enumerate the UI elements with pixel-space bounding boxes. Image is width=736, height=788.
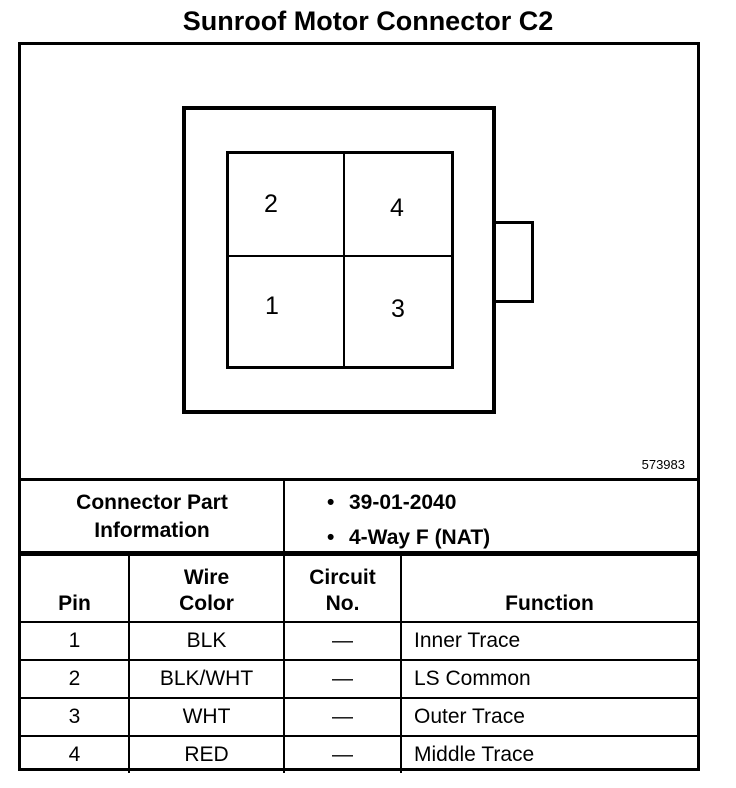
bullet: • [327,526,335,549]
page-title: Sunroof Motor Connector C2 [182,6,554,36]
function-cell: LS Common [400,659,697,699]
pin-label-1: 1 [265,292,279,320]
function-cell: Middle Trace [400,735,697,773]
table-row: 4 RED — Middle Trace [21,735,697,773]
header-function: Function [400,554,697,623]
pin-cell: 4 [21,735,130,773]
reference-number: 573983 [641,457,685,472]
pin-table: Pin Wire Color Circuit No. Function 1 BL… [21,554,697,773]
wire-color-cell: WHT [128,697,285,737]
pin-table-header: Pin Wire Color Circuit No. Function [21,554,697,623]
pin-label-3: 3 [391,295,405,323]
circuit-cell: — [283,697,402,737]
connector-frame: 2 4 1 3 573983 Connector Part Informatio… [18,42,700,773]
pin-cell: 3 [21,697,130,737]
connector-diagram: 2 4 1 3 573983 [21,45,697,478]
part-number: •39-01-2040 [327,485,490,520]
header-wire-color: Wire Color [128,554,285,623]
wire-color-cell: BLK/WHT [128,659,285,699]
pin-label-2: 2 [264,190,278,218]
part-info-label: Connector Part Information [76,491,228,542]
bullet: • [327,491,335,514]
connector-latch [494,221,534,303]
pin-cell: 1 [21,621,130,661]
function-cell: Inner Trace [400,621,697,661]
circuit-cell: — [283,659,402,699]
part-type: •4-Way F (NAT) [327,520,490,555]
connector-housing [182,106,496,414]
function-cell: Outer Trace [400,697,697,737]
part-info-divider [283,481,285,551]
part-info-list: •39-01-2040 •4-Way F (NAT) [327,485,490,555]
circuit-cell: — [283,621,402,661]
header-pin: Pin [21,554,130,623]
table-row: 1 BLK — Inner Trace [21,621,697,661]
header-circuit-no: Circuit No. [283,554,402,623]
wire-color-cell: RED [128,735,285,773]
connector-part-info: Connector Part Information •39-01-2040 •… [21,478,697,554]
pin-cell: 2 [21,659,130,699]
table-row: 2 BLK/WHT — LS Common [21,659,697,699]
grid-divider-vertical [343,154,345,366]
circuit-cell: — [283,735,402,773]
wire-color-cell: BLK [128,621,285,661]
pin-cavity-grid: 2 4 1 3 [226,151,454,369]
table-row: 3 WHT — Outer Trace [21,697,697,737]
pin-label-4: 4 [390,194,404,222]
grid-divider-horizontal [229,255,451,257]
